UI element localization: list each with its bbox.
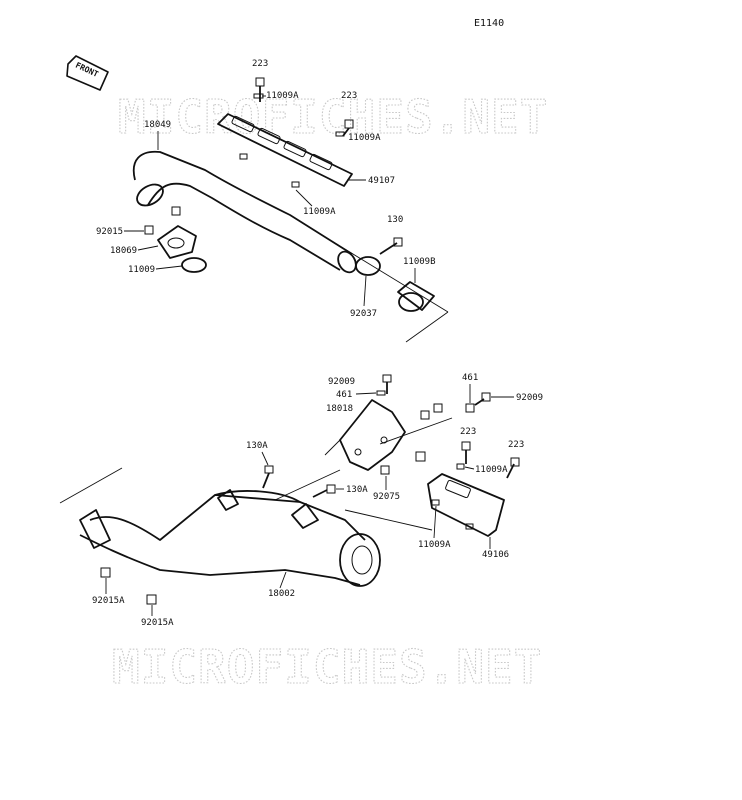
clip-49106-icon [465,523,474,530]
label-92009a: 92009 [328,377,355,387]
label-11009a-1: 11009A [266,91,299,101]
label-18018: 18018 [326,404,353,414]
label-92015: 92015 [96,227,123,237]
nut-92015a-2-icon [146,594,157,605]
label-461b: 461 [462,373,478,383]
bolt-223d-icon [506,457,520,479]
label-18049: 18049 [144,120,171,130]
label-130a-2: 130A [346,485,368,495]
leader-muffler-bracket [274,469,341,501]
bolt-92009b-icon [474,392,491,406]
label-92015a-1: 92015A [92,596,125,606]
watermark-bottom: MICROFICHES.NET [112,640,542,694]
heat-shield-49106 [427,473,505,537]
bolt-223c-icon [461,441,471,464]
label-49107: 49107 [368,176,395,186]
diagram-code: E1140 [474,18,504,29]
front-arrow-icon: FRONT [66,55,109,91]
label-92037: 92037 [350,309,377,319]
clip-11009a-2-icon [335,131,345,137]
label-11009: 11009 [128,265,155,275]
leader-pipe-to-sleeve [329,239,449,313]
leader-muffler-inlet [59,467,123,504]
muffler-18002 [79,489,381,587]
clip-upper-icon [239,153,248,160]
flange-18069 [157,225,197,259]
nut-92075-icon [380,465,390,475]
clamp-92037 [355,256,381,276]
label-92015a-2: 92015A [141,618,174,628]
leader-muffler-shield [344,509,433,531]
heat-shield-49107 [217,113,353,187]
watermark-top: MICROFICHES.NET [118,90,548,144]
nut-upper-icon [171,206,181,216]
leader-bracket-right [379,417,453,445]
bolt-92009a-icon [382,374,392,394]
collar-lower-icon [420,410,430,420]
bolt-130a-1-icon [262,465,274,489]
front-label: FRONT [74,61,100,79]
clip-11009a-5-icon [431,499,440,506]
label-223d: 223 [508,440,524,450]
label-11009b: 11009B [403,257,436,267]
label-49106: 49106 [482,550,509,560]
label-92009b: 92009 [516,393,543,403]
bolt-130-icon [379,237,403,255]
gasket-11009-icon [181,257,207,273]
label-130a-1: 130A [246,441,268,451]
label-11009a-4: 11009A [475,465,508,475]
clip-11009a-4-icon [456,463,465,470]
label-461a: 461 [336,390,352,400]
label-11009a-3: 11009A [303,207,336,217]
bolt-130a-2-icon [312,484,336,498]
washer-461b-icon [465,403,475,413]
label-18002: 18002 [268,589,295,599]
label-223c: 223 [460,427,476,437]
exhaust-pipe-18049 [132,150,357,274]
clip-11009a-3-icon [291,181,300,188]
nut-lower-icon [433,403,443,413]
sleeve-11009b [397,281,435,312]
label-130: 130 [387,215,403,225]
label-18069: 18069 [110,246,137,256]
washer-461a-icon [376,390,386,396]
nut-92015-icon [144,225,154,235]
label-223a: 223 [252,59,268,69]
leader-sleeve [405,311,449,343]
nut-right-icon [415,451,426,462]
label-11009a-5: 11009A [418,540,451,550]
label-11009a-2: 11009A [348,133,381,143]
nut-92015a-1-icon [100,567,111,578]
label-223b: 223 [341,91,357,101]
label-92075: 92075 [373,492,400,502]
